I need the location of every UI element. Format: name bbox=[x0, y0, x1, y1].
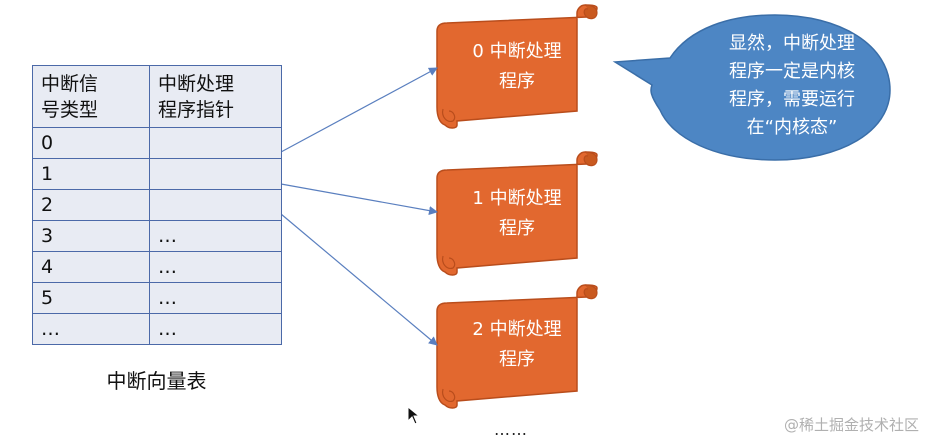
header-handler-pointer: 中断处理 程序指针 bbox=[149, 65, 282, 128]
arrow-to-handler-2 bbox=[280, 213, 438, 346]
handler-label-1: 1 中断处理 程序 bbox=[472, 188, 562, 239]
handler-scroll-1 bbox=[436, 151, 598, 276]
table-row: 5 … bbox=[32, 282, 282, 314]
handler-pointer-cell bbox=[149, 127, 282, 159]
table-row: 2 bbox=[32, 189, 282, 221]
table-row: 3 … bbox=[32, 220, 282, 252]
interrupt-type-cell: 2 bbox=[32, 189, 150, 221]
interrupt-type-cell: 1 bbox=[32, 158, 150, 190]
table-row: 1 bbox=[32, 158, 282, 190]
table-row: … … bbox=[32, 313, 282, 345]
mouse-pointer-icon bbox=[407, 406, 421, 425]
handler-pointer-cell: … bbox=[149, 282, 282, 314]
interrupt-type-cell: 5 bbox=[32, 282, 150, 314]
table-header-row: 中断信 号类型 中断处理 程序指针 bbox=[32, 65, 282, 128]
more-handlers-ellipsis: …… bbox=[494, 420, 528, 439]
watermark: @稀土掘金技术社区 bbox=[783, 416, 919, 434]
interrupt-type-cell: 0 bbox=[32, 127, 150, 159]
handler-pointer-cell: … bbox=[149, 220, 282, 252]
handler-label-0: 0 中断处理 程序 bbox=[472, 41, 562, 92]
handler-pointer-cell: … bbox=[149, 313, 282, 345]
interrupt-type-cell: 4 bbox=[32, 251, 150, 283]
interrupt-type-cell: … bbox=[32, 313, 150, 345]
handler-label-2: 2 中断处理 程序 bbox=[472, 319, 562, 370]
interrupt-type-cell: 3 bbox=[32, 220, 150, 252]
callout-bubble bbox=[612, 14, 891, 161]
interrupt-vector-table: 中断信 号类型 中断处理 程序指针 0 1 2 3 … 4 … 5 … … … bbox=[32, 65, 282, 345]
handler-pointer-cell bbox=[149, 189, 282, 221]
callout-text: 显然，中断处理 程序一定是内核 程序，需要运行 在“内核态” bbox=[729, 33, 855, 138]
table-row: 0 bbox=[32, 127, 282, 159]
arrow-to-handler-1 bbox=[280, 183, 438, 216]
handler-scroll-0 bbox=[436, 4, 598, 129]
handler-scroll-2 bbox=[436, 284, 598, 409]
handler-pointer-cell: … bbox=[149, 251, 282, 283]
header-interrupt-type: 中断信 号类型 bbox=[32, 65, 150, 128]
table-row: 4 … bbox=[32, 251, 282, 283]
arrow-to-handler-0 bbox=[280, 67, 438, 153]
table-caption: 中断向量表 bbox=[106, 369, 207, 393]
handler-pointer-cell bbox=[149, 158, 282, 190]
